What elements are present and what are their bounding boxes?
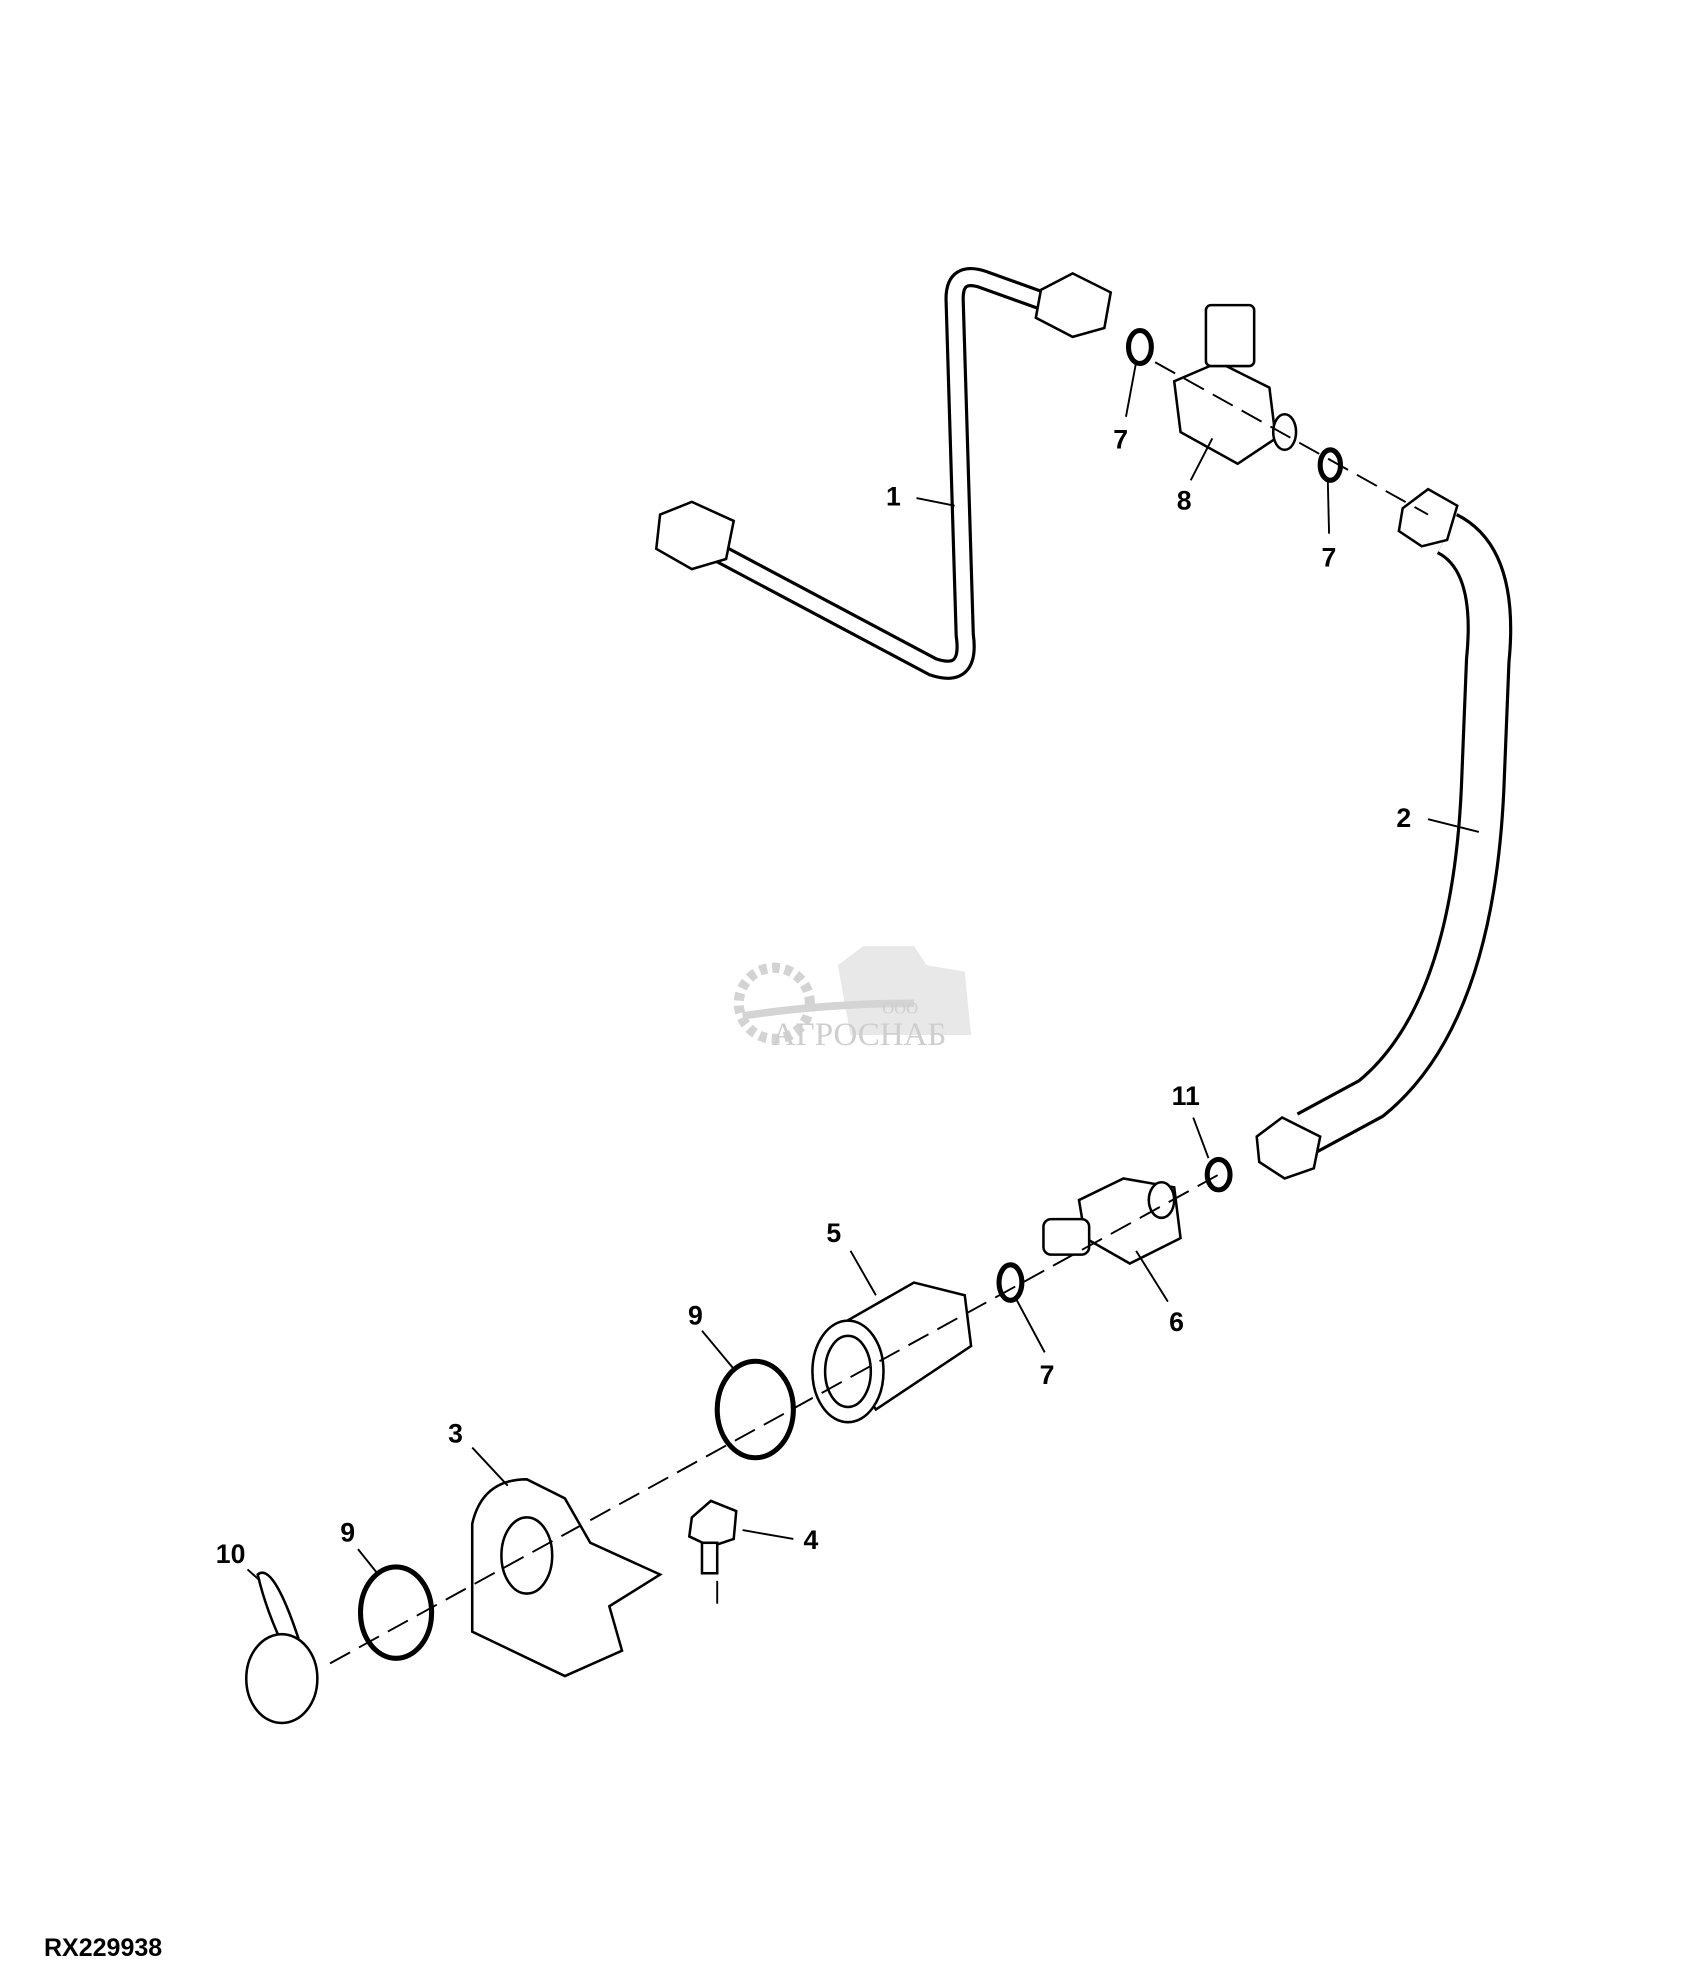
callout-8: 8: [1177, 485, 1192, 515]
coupler-part-5: [811, 1281, 973, 1424]
o-ring-11: [1204, 1156, 1233, 1193]
callout-4: 4: [804, 1525, 819, 1555]
callout-1: 1: [886, 482, 901, 512]
callout-6: 6: [1169, 1307, 1184, 1337]
elbow-fitting-part-6: [1042, 1177, 1182, 1265]
callout-7b: 7: [1321, 543, 1336, 573]
tee-fitting-part-8: [1172, 303, 1298, 466]
callout-10: 10: [216, 1539, 246, 1569]
o-ring-7a: [1125, 327, 1154, 367]
callout-3: 3: [448, 1419, 463, 1449]
pipe-part-1: [654, 267, 1113, 680]
watermark-name: АГРОСНАБ: [772, 1017, 947, 1053]
watermark-logo: ООО АГРОСНАБ: [733, 946, 972, 1053]
figure-id: RX229938: [44, 1934, 163, 1962]
dust-cap-part-10: [244, 1571, 319, 1725]
bracket-part-3: [470, 1478, 663, 1678]
callout-2: 2: [1396, 803, 1411, 833]
callout-9b: 9: [340, 1518, 355, 1548]
callout-9a: 9: [688, 1300, 703, 1330]
hose-part-2: [1255, 487, 1513, 1180]
snap-ring-9b: [357, 1564, 435, 1661]
callout-7a: 7: [1113, 425, 1128, 455]
cap-screw-part-4: [687, 1499, 738, 1575]
o-ring-7c: [996, 1262, 1025, 1303]
watermark-prefix: ООО: [882, 998, 918, 1017]
assembly-centerlines: [329, 361, 1429, 1665]
callout-11: 11: [1172, 1081, 1200, 1111]
snap-ring-9a: [714, 1358, 796, 1461]
callout-5: 5: [826, 1218, 841, 1248]
callout-7c: 7: [1040, 1360, 1055, 1390]
leader-lines: [246, 362, 1480, 1582]
